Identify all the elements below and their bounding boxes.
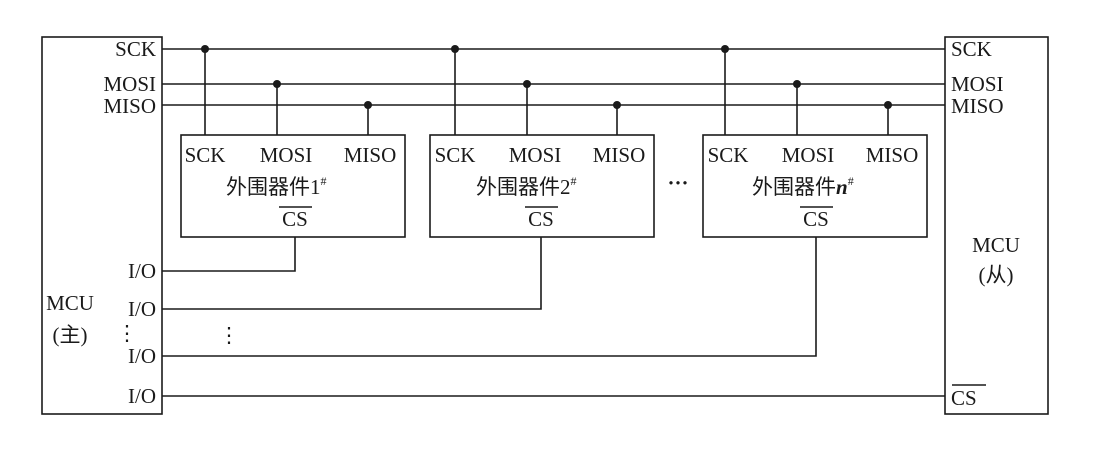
peripheral-2-mark: #	[571, 174, 577, 188]
peripheral-2-name-text: 外围器件	[476, 175, 560, 199]
peripheral-1-miso-pin: MISO	[344, 143, 397, 167]
peripheral-n-name-text: 外围器件	[752, 175, 836, 199]
peripheral-2-box	[429, 134, 655, 238]
peripheral-n-mosi-pin: MOSI	[782, 143, 835, 167]
master-vdots: ⋮	[117, 321, 138, 345]
junction-dot	[793, 80, 801, 88]
peripheral-1-box	[180, 134, 406, 238]
peripheral-n-index: n	[836, 175, 848, 199]
peripheral-2-sck-pin: SCK	[435, 143, 476, 167]
master-role: (主)	[53, 323, 88, 347]
master-io-label-3: I/O	[128, 344, 156, 368]
junction-dot	[364, 101, 372, 109]
peripheral-1-cs-pin: CS	[282, 207, 308, 231]
peripheral-n-box	[702, 134, 928, 238]
peripheral-1-name-text: 外围器件	[226, 175, 310, 199]
slave-miso-label: MISO	[951, 94, 1004, 118]
peripheral-2-miso-pin: MISO	[593, 143, 646, 167]
peripheral-2-index: 2	[560, 175, 571, 199]
peripheral-1-name: 外围器件1#	[226, 174, 327, 199]
cs-wire-2	[162, 237, 542, 310]
junction-dots	[201, 45, 892, 109]
mcu-slave-box	[944, 36, 1049, 415]
junction-dot	[721, 45, 729, 53]
slave-name: MCU	[972, 233, 1020, 257]
master-io-label-2: I/O	[128, 297, 156, 321]
peripheral-2-mosi-pin: MOSI	[509, 143, 562, 167]
cs-wire-n	[162, 237, 817, 357]
slave-sck-label: SCK	[951, 37, 992, 61]
ellipsis-horizontal: ···	[667, 171, 688, 195]
peripheral-1-mosi-pin: MOSI	[260, 143, 313, 167]
master-mosi-label: MOSI	[103, 72, 156, 96]
peripheral-n-miso-pin: MISO	[866, 143, 919, 167]
junction-dot	[201, 45, 209, 53]
master-miso-label: MISO	[103, 94, 156, 118]
master-io-label-4: I/O	[128, 384, 156, 408]
junction-dot	[523, 80, 531, 88]
peripheral-2-cs-pin: CS	[528, 207, 554, 231]
bus-taps	[204, 49, 889, 135]
junction-dot	[884, 101, 892, 109]
peripheral-n-sck-pin: SCK	[708, 143, 749, 167]
junction-dot	[273, 80, 281, 88]
peripheral-n-cs-pin: CS	[803, 207, 829, 231]
peripheral-n-name: 外围器件n#	[752, 174, 854, 199]
peripheral-1-mark: #	[321, 174, 327, 188]
peripheral-1-sck-pin: SCK	[185, 143, 226, 167]
master-io-label-1: I/O	[128, 259, 156, 283]
peripheral-2-name: 外围器件2#	[476, 174, 577, 199]
mcu-master-box	[41, 36, 163, 415]
cs-wire-1	[162, 237, 296, 272]
junction-dot	[451, 45, 459, 53]
slave-mosi-label: MOSI	[951, 72, 1004, 96]
slave-cs-label: CS	[951, 386, 977, 410]
master-name: MCU	[46, 291, 94, 315]
ellipsis-vertical: ⋮	[219, 323, 240, 347]
slave-role: (从)	[979, 263, 1014, 287]
peripheral-n-mark: #	[848, 174, 854, 188]
master-sck-label: SCK	[115, 37, 156, 61]
junction-dot	[613, 101, 621, 109]
peripheral-1-index: 1	[310, 175, 321, 199]
